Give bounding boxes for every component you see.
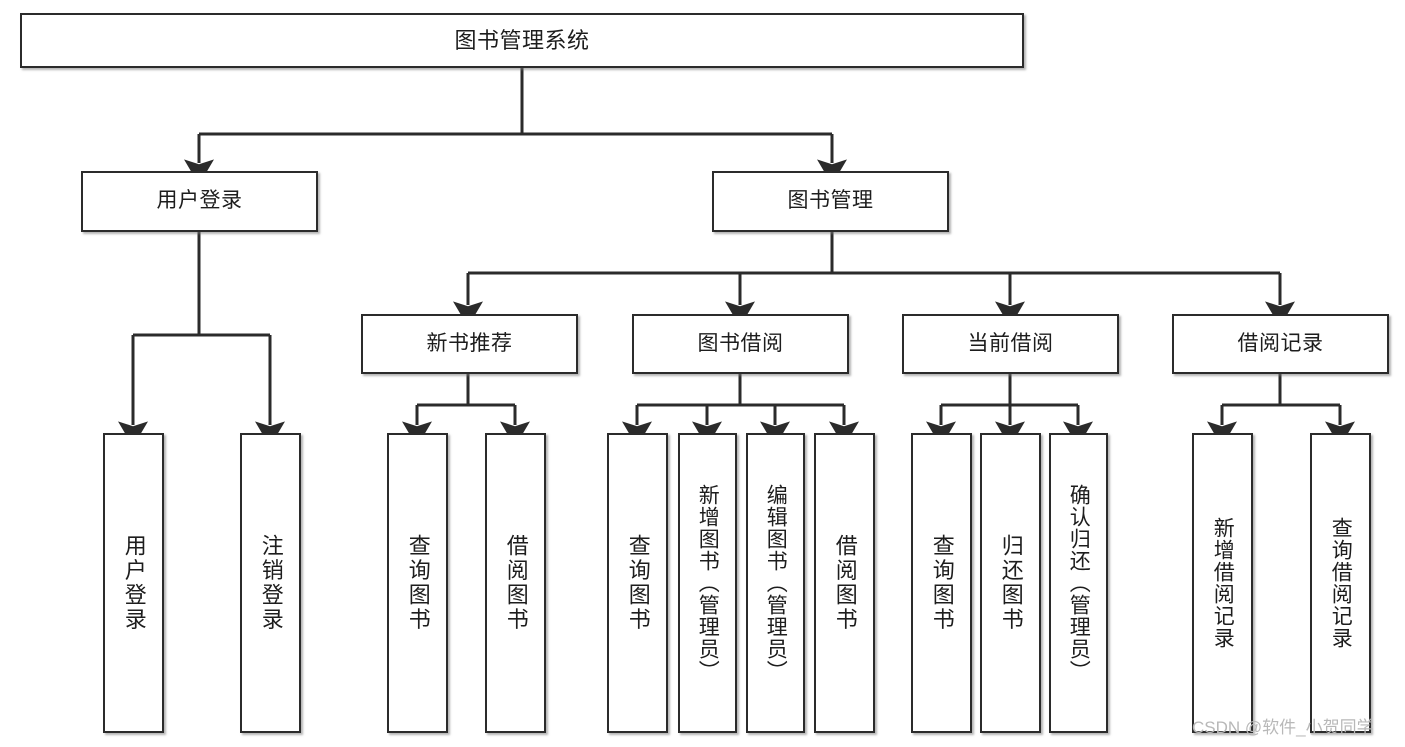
csdn-watermark: CSDN @软件_小贺同学 [1192,718,1374,737]
node-label: 借阅图书 [832,534,858,632]
node-label: 查询图书 [929,534,955,632]
node-new-book-recommendation[interactable]: 新书推荐 [361,314,578,374]
node-book-management[interactable]: 图书管理 [712,171,949,232]
node-borrow-record[interactable]: 借阅记录 [1172,314,1389,374]
node-label: 图书管理 [787,189,874,213]
leaf-add-book-admin[interactable]: 新增图书（管理员） [678,433,737,733]
node-label: 当前借阅 [967,331,1054,355]
node-label: 查询图书 [405,534,431,632]
node-label: 查询借阅记录 [1329,517,1353,649]
leaf-edit-book-admin[interactable]: 编辑图书（管理员） [746,433,805,733]
leaf-logout[interactable]: 注销登录 [240,433,301,733]
node-label: 新增图书（管理员） [696,484,720,682]
node-label: 查询图书 [625,534,651,632]
leaf-user-login[interactable]: 用户登录 [103,433,164,733]
node-label: 归还图书 [998,534,1024,632]
leaf-query-book-new[interactable]: 查询图书 [387,433,448,733]
node-current-borrow[interactable]: 当前借阅 [902,314,1119,374]
node-label: 图书借阅 [697,331,784,355]
leaf-confirm-return-admin[interactable]: 确认归还（管理员） [1049,433,1108,733]
leaf-query-borrow-record[interactable]: 查询借阅记录 [1310,433,1371,733]
node-label: 编辑图书（管理员） [764,484,788,682]
leaf-add-borrow-record[interactable]: 新增借阅记录 [1192,433,1253,733]
node-label: 借阅记录 [1237,331,1324,355]
leaf-query-book-current[interactable]: 查询图书 [911,433,972,733]
node-label: 用户登录 [121,534,147,632]
node-label: 确认归还（管理员） [1067,484,1091,682]
leaf-borrow-book[interactable]: 借阅图书 [814,433,875,733]
node-label: 借阅图书 [503,534,529,632]
leaf-return-book[interactable]: 归还图书 [980,433,1041,733]
node-user-login[interactable]: 用户登录 [81,171,318,232]
node-label: 注销登录 [258,534,284,632]
leaf-query-book-borrow[interactable]: 查询图书 [607,433,668,733]
node-root-book-management-system[interactable]: 图书管理系统 [20,13,1024,68]
node-label: 用户登录 [156,189,243,213]
node-label: 新增借阅记录 [1211,517,1235,649]
node-label: 新书推荐 [426,331,513,355]
leaf-borrow-book-new[interactable]: 借阅图书 [485,433,546,733]
node-book-borrow[interactable]: 图书借阅 [632,314,849,374]
node-label: 图书管理系统 [454,27,590,53]
